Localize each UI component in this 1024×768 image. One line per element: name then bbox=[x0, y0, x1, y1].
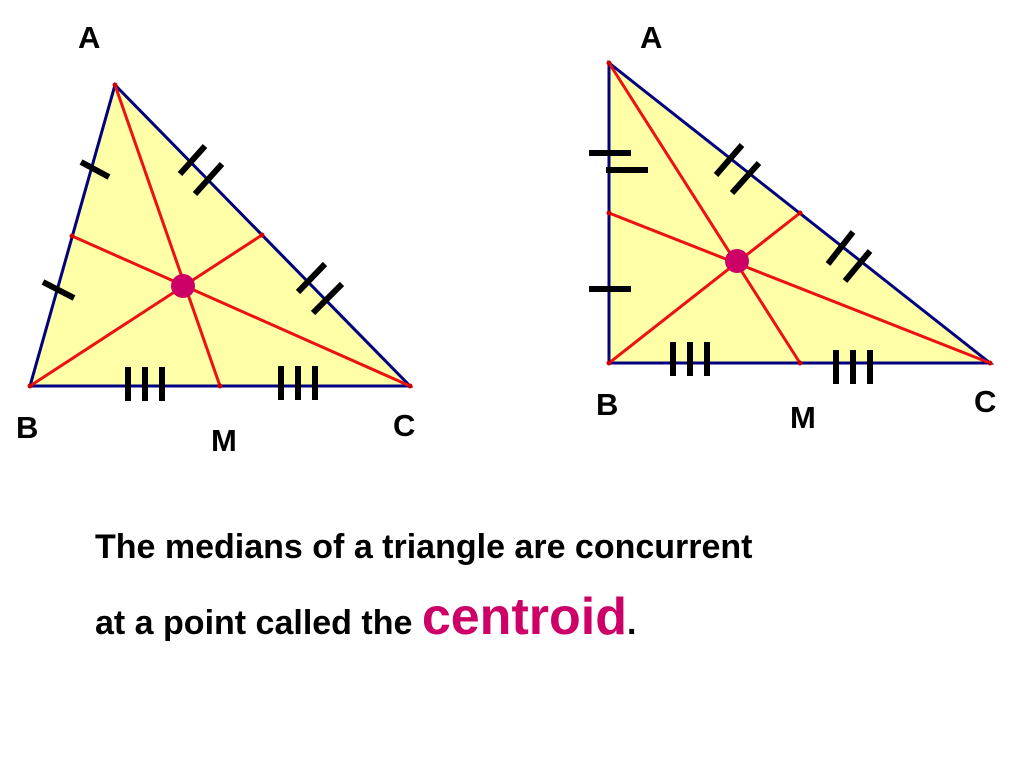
right-label-a: A bbox=[640, 20, 662, 55]
right-tick-marks-ab bbox=[589, 150, 648, 292]
right-tick-marks-ac bbox=[713, 143, 873, 283]
caption-period: . bbox=[626, 604, 637, 642]
left-triangle-group: A B C M bbox=[16, 20, 415, 458]
right-tick-marks-bc bbox=[670, 342, 873, 384]
caption-line-1: The medians of a triangle are concurrent bbox=[95, 528, 753, 566]
right-midpoint-ab-dot bbox=[606, 210, 612, 216]
left-midpoint-ab-dot bbox=[69, 233, 75, 239]
caption-line-2-prefix: at a point called the bbox=[95, 604, 422, 642]
right-vertex-c-dot bbox=[987, 360, 993, 366]
right-label-m: M bbox=[790, 400, 816, 435]
left-median-from-b bbox=[29, 233, 263, 388]
caption-line-2: at a point called the centroid. bbox=[95, 582, 975, 658]
left-label-m: M bbox=[211, 423, 237, 458]
left-median-from-a bbox=[113, 84, 222, 387]
left-median-from-c bbox=[71, 234, 411, 388]
left-centroid-point bbox=[171, 274, 195, 298]
right-label-c: C bbox=[974, 384, 996, 419]
left-label-c: C bbox=[393, 408, 415, 443]
left-vertex-c-dot bbox=[407, 383, 413, 389]
right-vertex-b-dot bbox=[606, 360, 612, 366]
left-label-b: B bbox=[16, 410, 38, 445]
left-triangle bbox=[28, 82, 414, 388]
right-median-from-a bbox=[607, 62, 802, 364]
left-midpoint-m-dot bbox=[217, 383, 223, 389]
left-label-a: A bbox=[78, 20, 100, 55]
left-tick-marks-ab bbox=[41, 159, 111, 301]
right-median-from-c bbox=[608, 211, 991, 365]
left-tick-marks-ac bbox=[177, 144, 345, 316]
right-vertex-a-dot bbox=[606, 60, 612, 66]
left-vertex-b-dot bbox=[27, 383, 33, 389]
right-triangle-group: A B C M bbox=[589, 20, 996, 435]
right-centroid-point bbox=[725, 249, 749, 273]
right-label-b: B bbox=[596, 387, 618, 422]
right-median-from-b bbox=[608, 211, 801, 365]
right-midpoint-ac-dot bbox=[797, 210, 803, 216]
centroid-term: centroid bbox=[421, 588, 627, 646]
right-midpoint-m-dot bbox=[797, 360, 803, 366]
left-midpoint-ac-dot bbox=[259, 232, 265, 238]
left-vertex-a-dot bbox=[112, 82, 118, 88]
caption: The medians of a triangle are concurrent… bbox=[95, 512, 975, 658]
left-tick-marks-bc bbox=[125, 366, 318, 401]
